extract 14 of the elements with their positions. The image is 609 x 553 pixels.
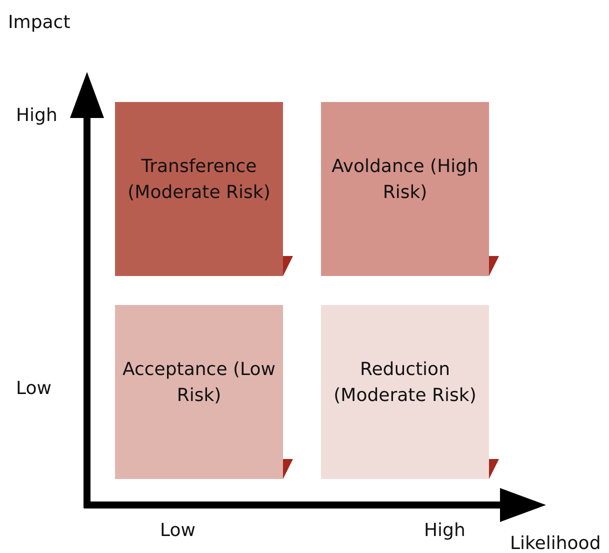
risk-quadrant: [321, 102, 489, 276]
risk-quadrant: [115, 102, 283, 276]
quadrant-label: Reduction (Moderate Risk): [332, 358, 478, 408]
risk-quadrant: [321, 305, 489, 479]
axis-label: High: [16, 105, 58, 126]
axis-label: High: [424, 520, 466, 541]
axis-label: Low: [16, 378, 52, 399]
axis-label: Low: [160, 520, 196, 541]
axis-label: Impact: [8, 12, 70, 33]
quadrant-label: Acceptance (Low Risk): [122, 358, 276, 408]
risk-quadrant: [115, 305, 283, 479]
axis-label: Likelihood: [510, 533, 601, 553]
quadrant-label: Transference (Moderate Risk): [126, 155, 272, 205]
quadrant-label: Avoldance (High Risk): [330, 155, 480, 205]
